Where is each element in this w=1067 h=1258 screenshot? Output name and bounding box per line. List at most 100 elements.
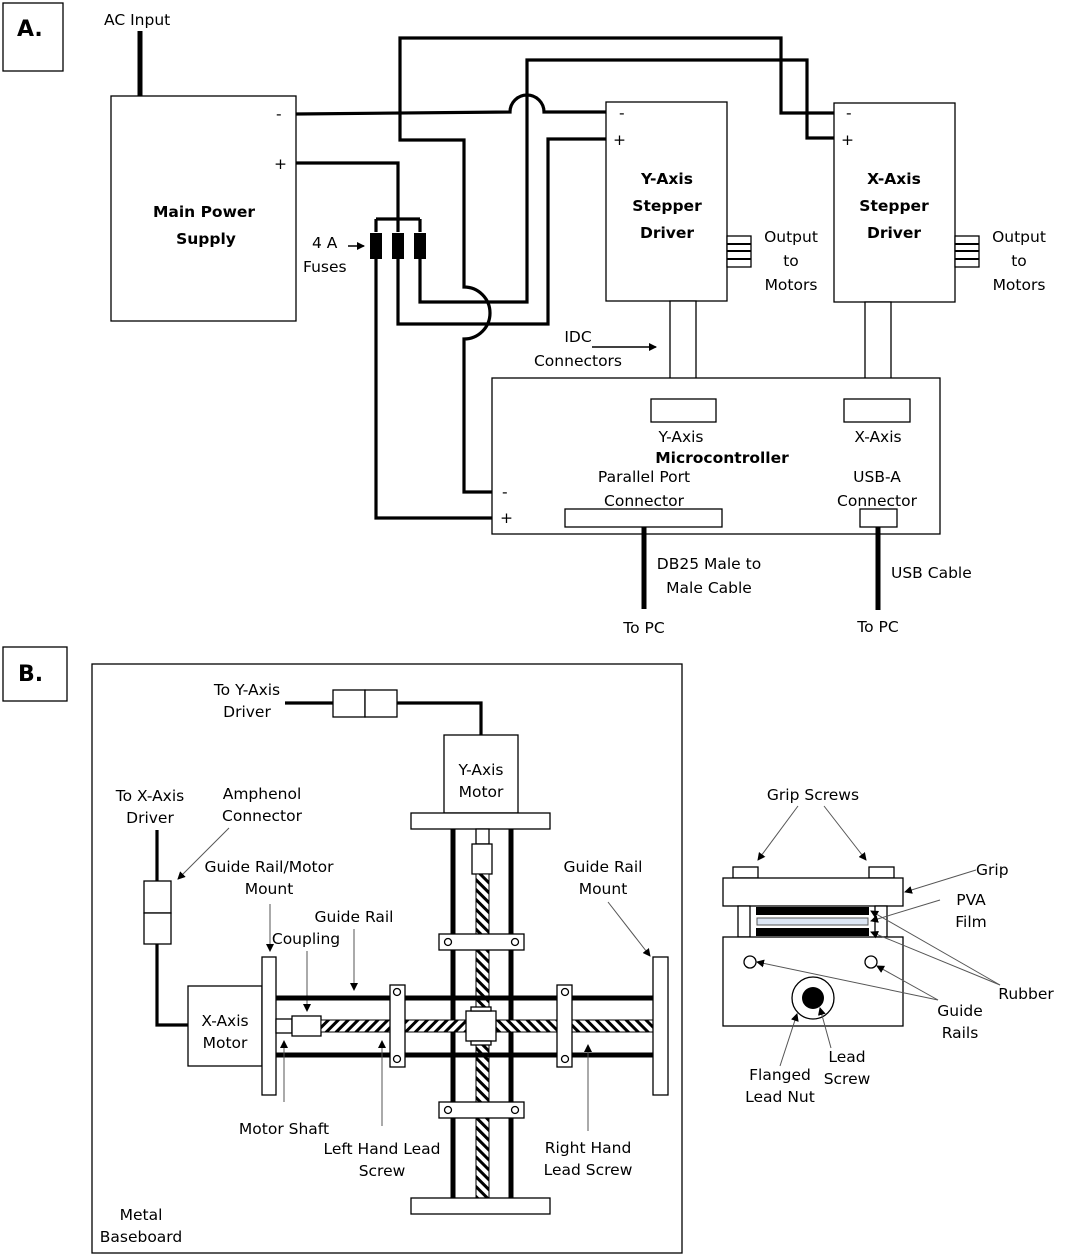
y-coupling (471, 843, 493, 875)
x-motor-label-line2: Motor (203, 1034, 248, 1052)
grip-post-left (737, 905, 751, 938)
psu-title-line2: Supply (176, 230, 236, 248)
grip-screw-leader-right (823, 805, 867, 861)
to-pc-label-1: To PC (622, 619, 664, 637)
guide-rail-hole-right (864, 955, 878, 969)
parallel-port-connector (564, 508, 723, 528)
y-driver-plus: + (613, 131, 626, 149)
x-driver-title-line3: Driver (867, 224, 921, 242)
left-screw-label-line1: Left Hand Lead (323, 1140, 440, 1158)
rubber-top (756, 907, 869, 915)
y-driver-title-line3: Driver (640, 224, 694, 242)
guide-rail-mount-label-line2: Mount (579, 880, 628, 898)
bolt-icon (443, 1105, 453, 1115)
y-axis-motor (443, 734, 519, 814)
idc-label-line2: Connectors (534, 352, 622, 370)
amphenol-leader (177, 827, 230, 880)
x-driver-minus: - (846, 104, 852, 122)
mcu-plus: + (500, 509, 513, 527)
fuses (370, 233, 426, 259)
panel-a-label: A. (17, 17, 43, 42)
psu-plus: + (274, 155, 287, 173)
x-driver-plus: + (841, 131, 854, 149)
y-motor-cable (285, 701, 483, 735)
rubber-leader-top (870, 910, 1001, 986)
db25-label-line2: Male Cable (666, 579, 752, 597)
amphenol-label-line1: Amphenol (223, 785, 302, 803)
fuses-label-line2: Fuses (303, 258, 347, 276)
x-coupling (291, 1015, 322, 1037)
guide-rails-label-line2: Rails (942, 1024, 979, 1042)
guide-rails-label-line1: Guide (937, 1002, 983, 1020)
lead-screw-label-line1: Lead (828, 1048, 865, 1066)
psu-plus-wire (296, 161, 422, 232)
microcontroller: Y-Axis X-Axis Microcontroller Parallel P… (491, 377, 941, 535)
x-driver-title-line1: X-Axis (867, 170, 921, 188)
to-pc-label-2: To PC (856, 618, 898, 636)
y-motor-label-line1: Y-Axis (457, 761, 503, 779)
grip-screw-leader-left (757, 805, 799, 861)
rubber-label: Rubber (998, 985, 1054, 1003)
usb-cable-label: USB Cable (891, 564, 972, 582)
grip-leader (904, 869, 977, 894)
bolt-icon (392, 1054, 402, 1064)
psu-minus: - (276, 105, 282, 123)
x-axis-idc-connector (843, 398, 911, 423)
x-axis-stepper-driver: - + X-Axis Stepper Driver (833, 102, 980, 303)
guide-rail-mount (652, 956, 669, 1096)
rubber-leader-bottom (870, 930, 1001, 986)
y-output-label-line2: to (783, 252, 799, 270)
bolt-icon (560, 1054, 570, 1064)
y-amphenol-connector (332, 689, 398, 718)
right-hand-lead-screw (494, 1019, 654, 1033)
y-motor-label-line2: Motor (459, 783, 504, 801)
grip-post-right (874, 905, 888, 938)
mcu-title: Microcontroller (655, 449, 789, 467)
y-driver-output-terminal (726, 235, 752, 268)
guide-rail-motor-mount-label-line2: Mount (245, 880, 294, 898)
to-y-driver-label-line1: To Y-Axis (213, 681, 280, 699)
usb-a-connector (859, 508, 898, 528)
ac-input-label: AC Input (104, 11, 170, 29)
usb-a-label-line2: Connector (837, 492, 918, 510)
x-carriage-right (556, 984, 573, 1068)
fuse-2 (392, 233, 404, 259)
pva-label-line2: Film (955, 913, 987, 931)
to-x-driver-label-line1: To X-Axis (115, 787, 185, 805)
panel-b: B. Metal Baseboard To Y-Axis Driver Y-Ax… (2, 646, 1054, 1254)
fuses-label-line1: 4 A (312, 234, 338, 252)
x-motor-label-line1: X-Axis (201, 1012, 248, 1030)
y-motor-shaft (475, 828, 490, 845)
y-axis-idc-connector (650, 398, 717, 423)
center-nut-flange-bottom (470, 1040, 492, 1046)
grip-block (722, 877, 904, 907)
grip-screw-left (732, 866, 759, 879)
y-axis-stepper-driver: - + Y-Axis Stepper Driver (605, 101, 752, 302)
panel-b-label-box (2, 646, 68, 702)
to-x-driver-label-line2: Driver (126, 809, 174, 827)
fuse1-to-mcu-plus-wire (374, 258, 492, 520)
parallel-port-label-line1: Parallel Port (598, 468, 690, 486)
bolt-icon (560, 987, 570, 997)
x-output-label-line2: to (1011, 252, 1027, 270)
main-power-supply: Main Power Supply - + (110, 95, 297, 322)
guide-rail-label: Guide Rail (315, 908, 394, 926)
flanged-nut-leader (779, 1013, 799, 1067)
x-carriage-left (389, 984, 406, 1068)
panel-a-label-box (2, 2, 64, 72)
panel-b-label: B. (18, 662, 43, 687)
metal-baseboard (91, 663, 683, 1254)
y-output-label-line1: Output (764, 228, 818, 246)
pva-film (756, 917, 869, 926)
y-top-mount (410, 812, 551, 830)
right-screw-label-line1: Right Hand (545, 1139, 632, 1157)
center-nut-flange-top (470, 1006, 492, 1012)
left-screw-label-line2: Screw (359, 1162, 406, 1180)
bolt-icon (392, 987, 402, 997)
grip-screws-label: Grip Screws (767, 786, 859, 804)
panel-a: A. AC Input Main Power Supply - + 4 A Fu… (2, 2, 1046, 637)
y-driver-title-line1: Y-Axis (640, 170, 693, 188)
x-motor-cable (155, 830, 188, 1027)
parallel-port-label-line2: Connector (604, 492, 685, 510)
mcu-y-axis-label: Y-Axis (657, 428, 703, 446)
